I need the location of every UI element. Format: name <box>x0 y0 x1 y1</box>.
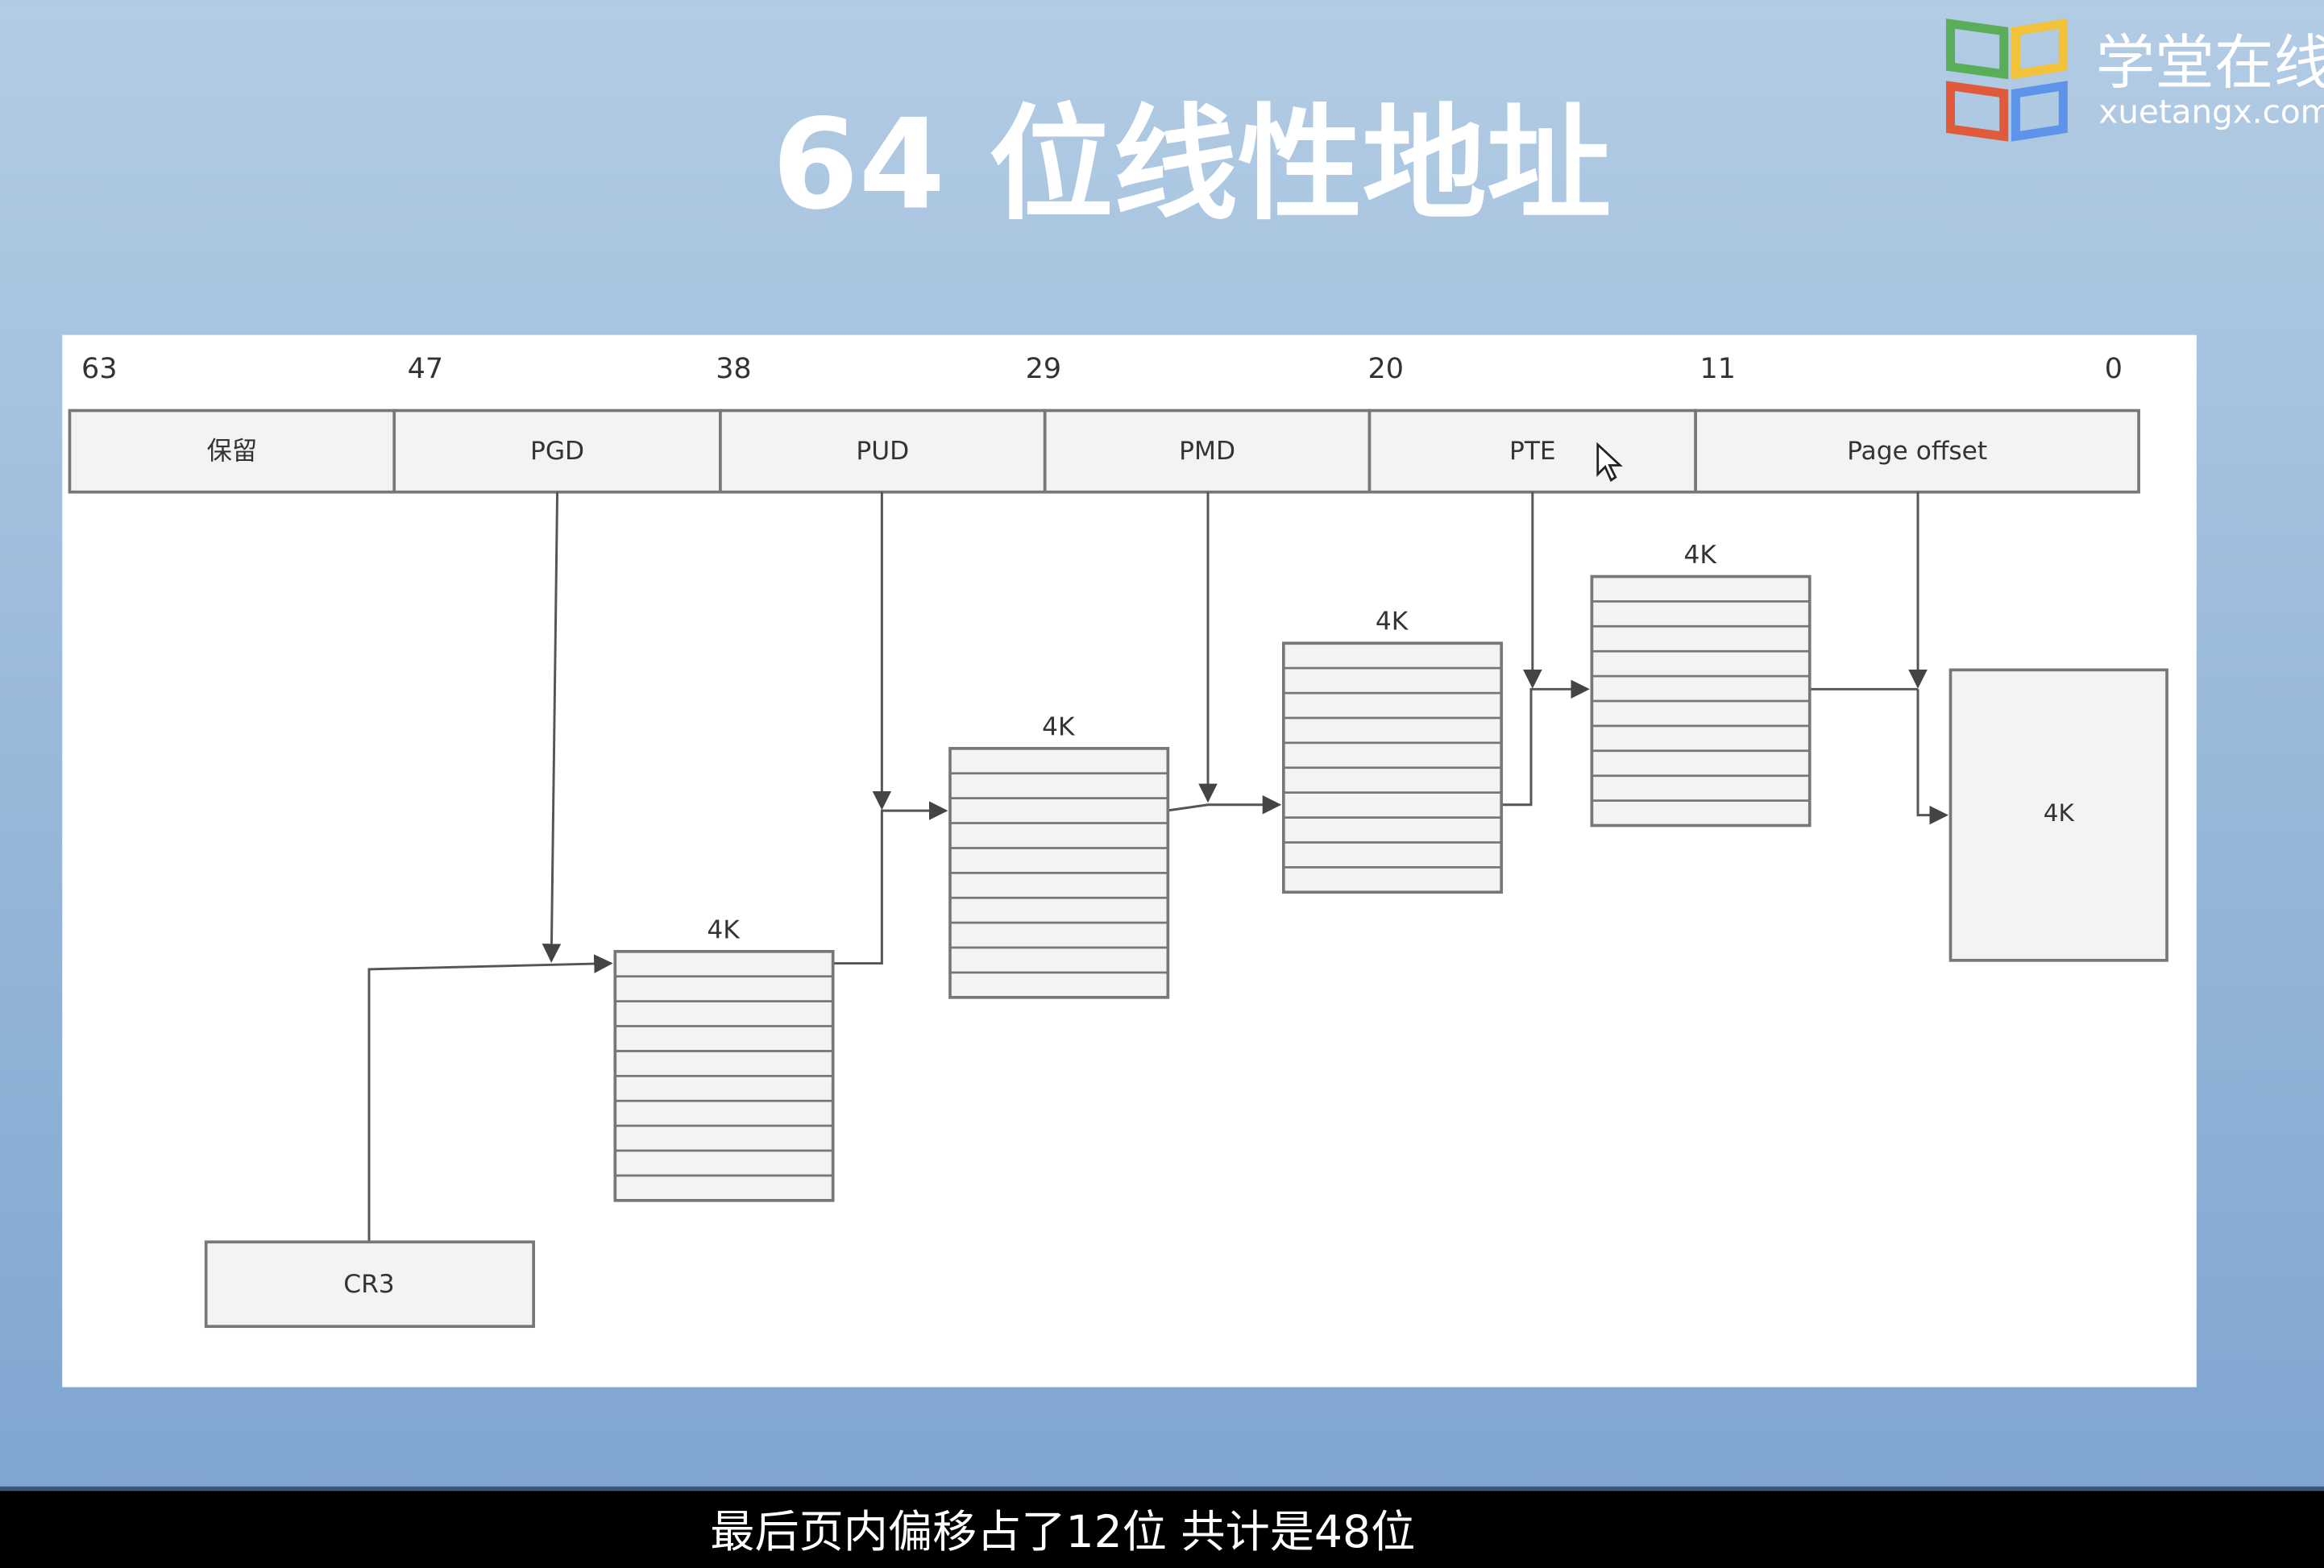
connector-line <box>1166 794 1282 815</box>
field-label: Page offset <box>1847 437 1987 466</box>
cr3-label: CR3 <box>343 1270 394 1299</box>
bit-label: 20 <box>1367 353 1403 385</box>
video-subtitle: 最后页内偏移占了12位 共计是48位 <box>710 1507 1415 1558</box>
field-cell <box>719 409 1047 494</box>
page-table-label: 4K <box>1042 712 1076 741</box>
xuetangx-logo: 学堂在线 xuetangx.com <box>1945 18 2324 142</box>
bit-labels: 63 47 38 29 20 11 0 <box>81 353 2123 385</box>
connector-line <box>1916 689 1948 825</box>
connector-line <box>832 801 948 965</box>
bit-label: 38 <box>716 353 751 385</box>
page-table-label: 4K <box>1683 541 1717 570</box>
field-cell <box>1367 409 1697 494</box>
page-tables: 4K 4K 4K 4K <box>613 541 1811 1202</box>
logo-name: 学堂在线 <box>2096 29 2324 97</box>
address-fields: 保留 PGD PUD PMD PTE Page offset <box>68 409 2140 494</box>
field-cell <box>1694 409 2140 494</box>
connector-line <box>367 954 613 1242</box>
page-table: 4K <box>1590 541 1811 828</box>
page-frame-label: 4K <box>2044 799 2075 827</box>
field-label: 保留 <box>207 437 258 466</box>
page-table: 4K <box>948 712 1170 999</box>
bit-label: 0 <box>2105 353 2123 385</box>
field-label: PUD <box>856 437 909 466</box>
page-frame: 4K <box>1948 668 2168 962</box>
bit-label: 11 <box>1699 353 1735 385</box>
connector-line <box>542 492 562 963</box>
field-label: PTE <box>1509 437 1556 466</box>
field-label: PGD <box>530 437 584 466</box>
bit-label: 63 <box>81 353 117 385</box>
connector-line <box>1500 679 1590 807</box>
cr3-register: CR3 <box>204 1240 535 1329</box>
page-table-label: 4K <box>1376 608 1409 637</box>
bit-label: 29 <box>1026 353 1061 385</box>
field-label: PMD <box>1179 437 1235 466</box>
slide-title: 64 位线性地址 <box>772 93 1611 238</box>
page-table-label: 4K <box>707 915 741 944</box>
page-table: 4K <box>613 915 835 1202</box>
page-table: 4K <box>1281 608 1504 894</box>
logo-domain: xuetangx.com <box>2098 93 2324 131</box>
mouse-cursor-icon <box>1596 442 1623 483</box>
connector-arrows <box>367 492 1948 1242</box>
bit-label: 47 <box>408 353 443 385</box>
field-cell <box>68 409 396 494</box>
field-cell <box>392 409 722 494</box>
